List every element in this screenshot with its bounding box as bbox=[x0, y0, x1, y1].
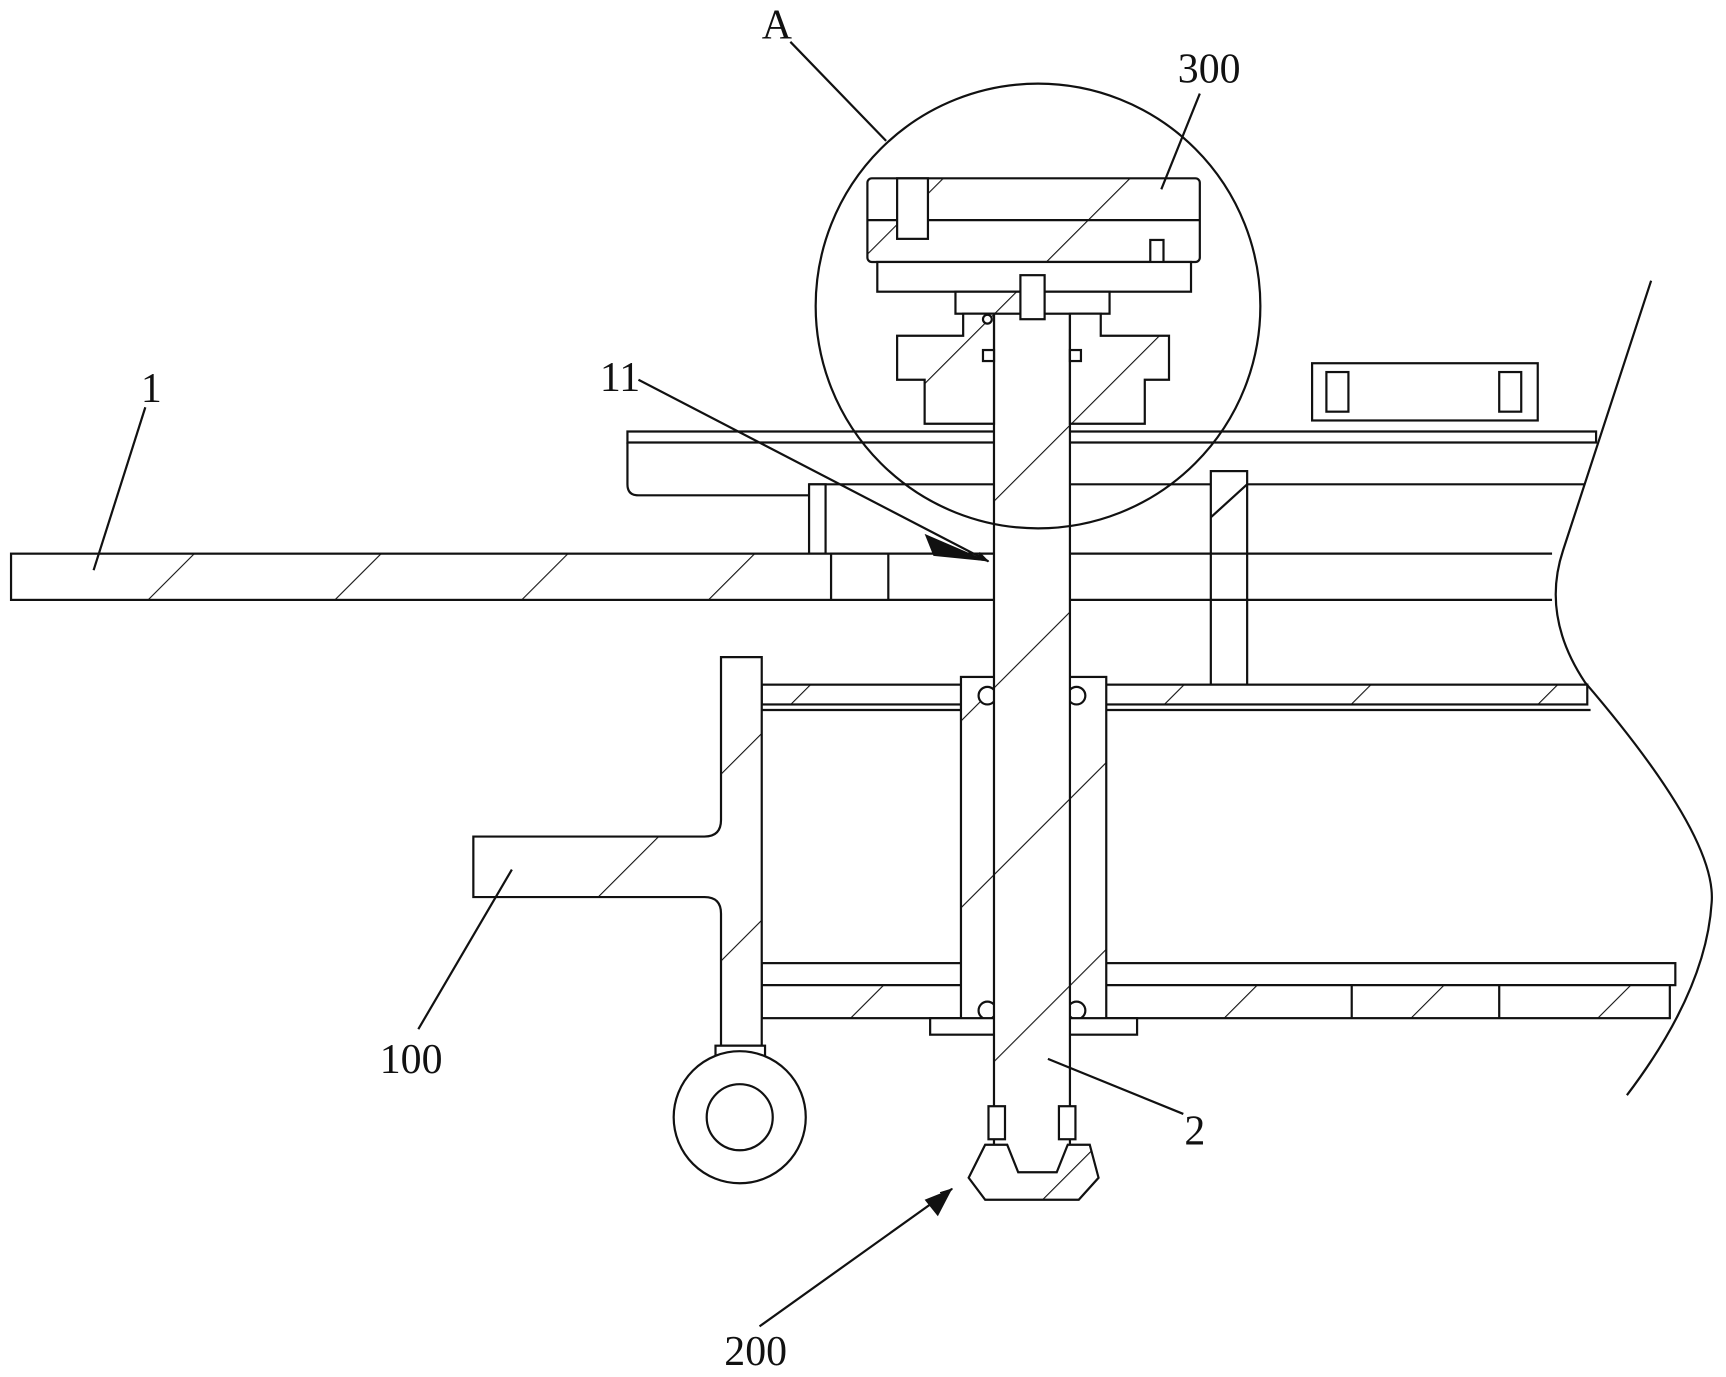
bracket-100 bbox=[473, 657, 805, 1183]
label-11: 11 bbox=[600, 355, 640, 401]
top-plate-300 bbox=[867, 178, 1537, 423]
label-100: 100 bbox=[380, 1037, 443, 1083]
label-a: A bbox=[762, 3, 792, 49]
label-1: 1 bbox=[141, 366, 162, 412]
shaft-2 bbox=[994, 292, 1070, 1195]
label-300: 300 bbox=[1178, 47, 1241, 93]
label-2: 2 bbox=[1184, 1109, 1205, 1155]
label-200: 200 bbox=[724, 1329, 787, 1375]
bar-1 bbox=[11, 554, 1552, 600]
lower-frame bbox=[762, 685, 1676, 1019]
